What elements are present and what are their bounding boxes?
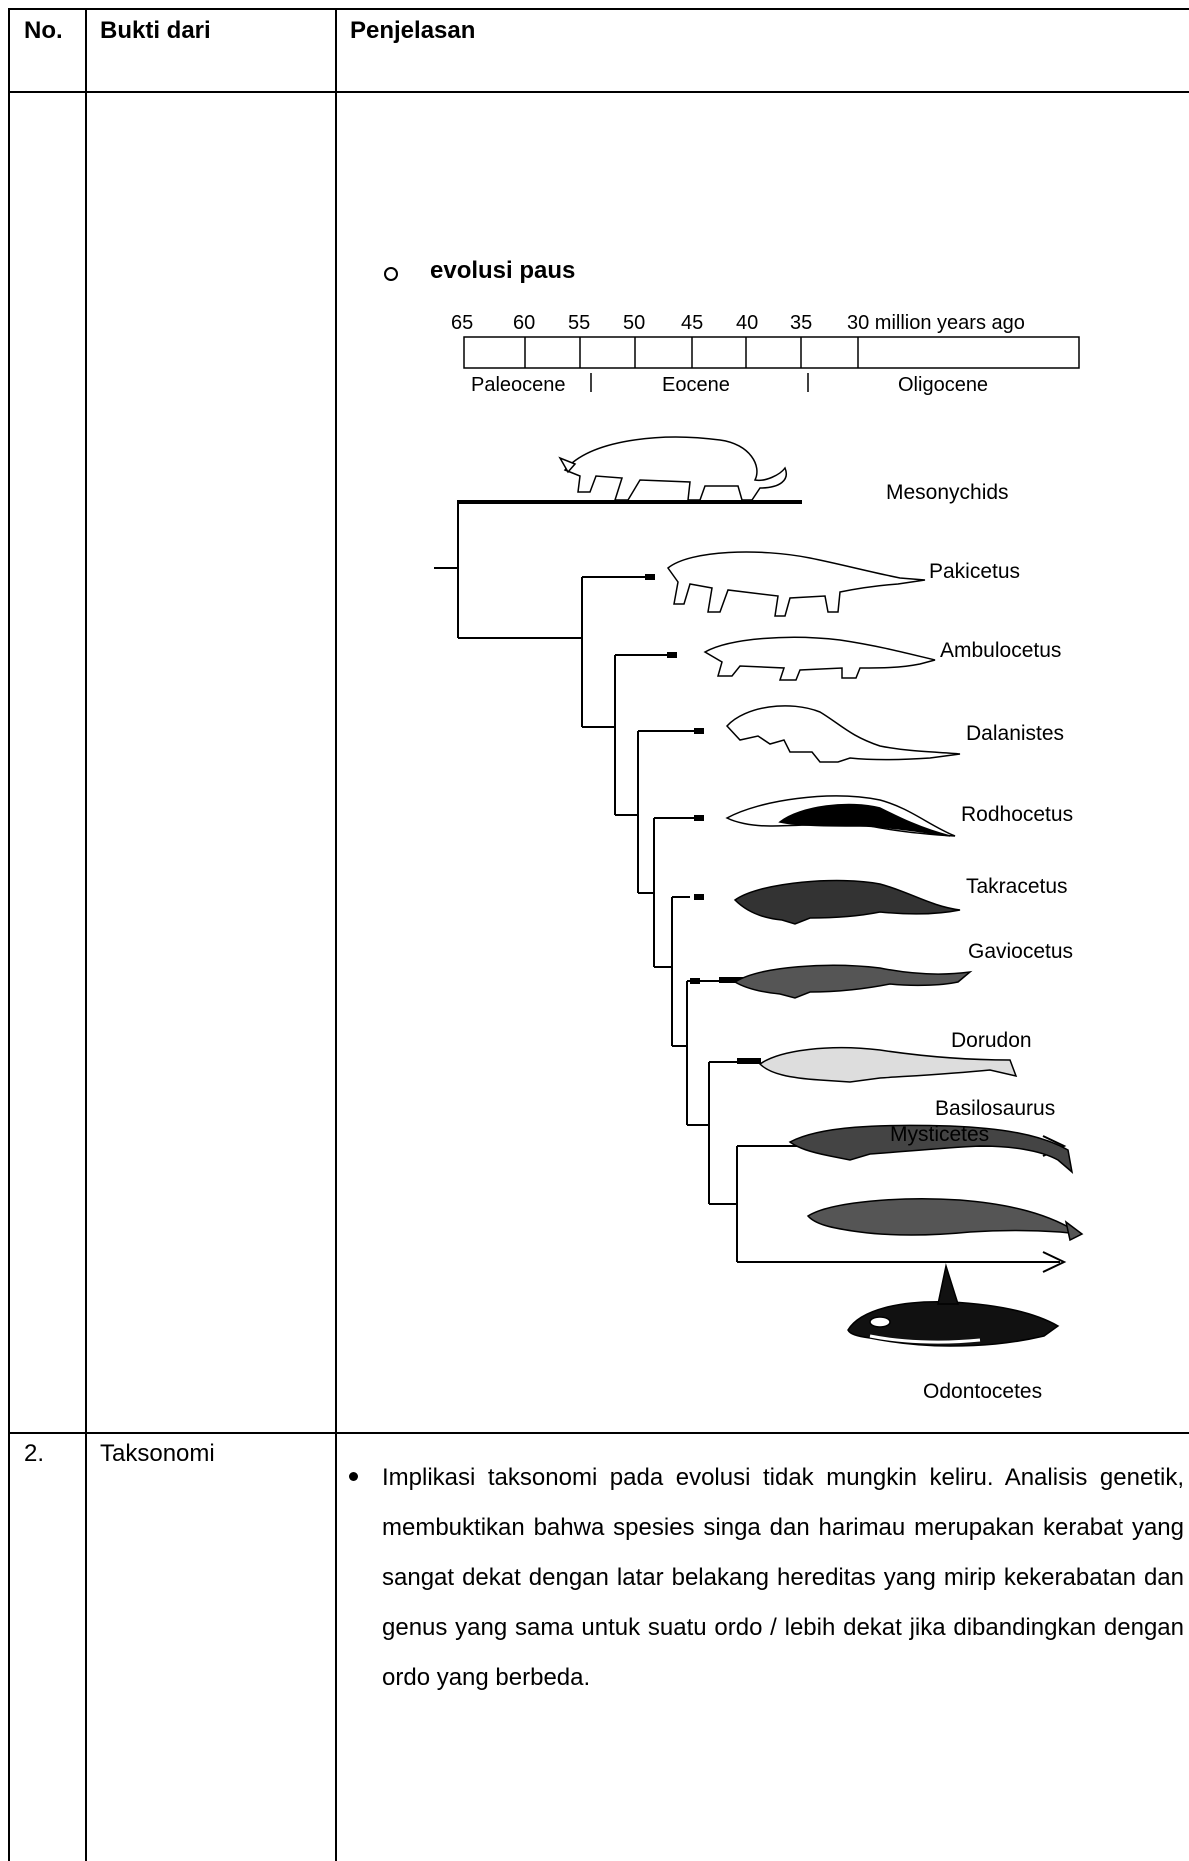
row2-explanation: Implikasi taksonomi pada evolusi tidak m…: [382, 1453, 1184, 1703]
gaviocetus-illustration-icon: [735, 965, 970, 998]
taxa-labels: Mesonychids Pakicetus Ambulocetus Dalani…: [886, 481, 1073, 1403]
timescale-label: 55: [568, 312, 590, 334]
mysticete-illustration-icon: [808, 1199, 1082, 1240]
ambulocetus-illustration-icon: [705, 637, 935, 680]
epoch-label: Paleocene: [471, 374, 566, 396]
epoch-labels: Paleocene Eocene Oligocene: [471, 374, 988, 396]
row2-evidence-type: Taksonomi: [100, 1439, 215, 1469]
timescale-label: 60: [513, 312, 535, 334]
takracetus-illustration-icon: [735, 881, 960, 924]
epoch-label: Oligocene: [898, 374, 988, 396]
taxon-label: Basilosaurus: [935, 1097, 1055, 1120]
taxon-label: Dalanistes: [966, 722, 1064, 745]
timescale-label: 50: [623, 312, 645, 334]
timescale-label: 45: [681, 312, 703, 334]
dalanistes-illustration-icon: [727, 706, 960, 762]
row-divider: [8, 1432, 1189, 1434]
taxon-label: Gaviocetus: [968, 940, 1073, 963]
timescale-labels: 65 60 55 50 45 40 35 30 million years ag…: [451, 312, 1025, 334]
taxon-label: Pakicetus: [929, 560, 1020, 583]
dorudon-illustration-icon: [760, 1048, 1016, 1082]
timescale-label: 30 million years ago: [847, 312, 1025, 334]
timescale-label: 40: [736, 312, 758, 334]
timescale-label: 35: [790, 312, 812, 334]
taxon-label: Mysticetes: [890, 1123, 989, 1146]
bullet-dot-icon: [349, 1472, 358, 1481]
whale-evolution-figure: 65 60 55 50 45 40 35 30 million years ag…: [0, 0, 1189, 1430]
orca-illustration-icon: [848, 1266, 1058, 1346]
pakicetus-illustration-icon: [668, 552, 925, 616]
taxon-label: Mesonychids: [886, 481, 1009, 504]
taxon-label: Odontocetes: [923, 1380, 1042, 1403]
timescale-label: 65: [451, 312, 473, 334]
row2-number: 2.: [24, 1439, 44, 1469]
taxon-label: Takracetus: [966, 875, 1068, 898]
taxon-label: Dorudon: [951, 1029, 1032, 1052]
epoch-label: Eocene: [662, 374, 730, 396]
rodhocetus-illustration-icon: [727, 796, 955, 836]
mesonychid-illustration-icon: [560, 437, 786, 500]
taxon-label: Ambulocetus: [940, 639, 1061, 662]
taxon-label: Rodhocetus: [961, 803, 1073, 826]
